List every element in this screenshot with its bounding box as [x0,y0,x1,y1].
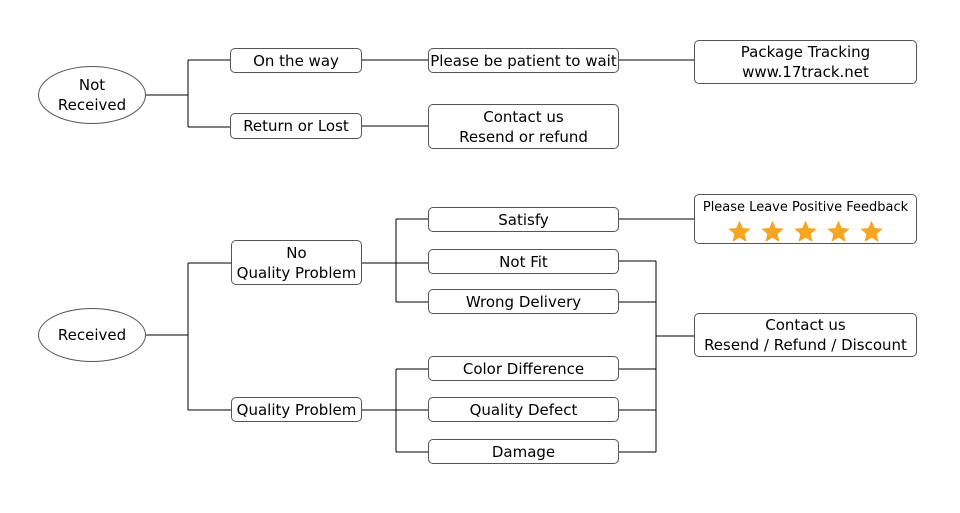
connector [146,59,230,128]
satisfy-node: Satisfy [428,207,619,232]
node-label: Package Tracking [740,43,871,61]
damage-node: Damage [428,439,619,464]
contact-resend-node: Contact us Resend or refund [428,104,619,149]
connector [362,368,428,453]
received-node: Received [38,308,146,362]
node-label: Please Leave Positive Feedback [702,200,909,215]
rating-stars [727,219,884,244]
node-label: Quality Problem [236,263,357,282]
node-label: Received [57,96,127,114]
node-label: Please be patient to wait [430,51,617,70]
contact-discount-node: Contact us Resend / Refund / Discount [694,313,917,357]
node-label: Quality Defect [469,400,578,419]
no-quality-problem-node: No Quality Problem [231,240,362,285]
node-label: No [286,243,307,262]
node-label: Contact us [483,107,564,126]
node-label: Not Fit [499,252,548,271]
star-icon [728,220,751,242]
node-label: Not [78,76,106,94]
node-label: Color Difference [462,359,585,378]
tracking-url: www.17track.net [742,63,869,81]
star-icon [761,220,784,242]
package-tracking-node: Package Tracking www.17track.net [694,40,917,84]
connector [619,260,694,453]
star-icon [860,220,883,242]
node-label: Resend / Refund / Discount [704,336,907,354]
return-or-lost-node: Return or Lost [230,113,362,139]
node-label: Resend or refund [459,127,588,146]
on-the-way-node: On the way [230,48,362,73]
node-label: On the way [253,51,339,70]
node-label: Received [57,326,127,344]
star-icon [794,220,817,242]
quality-defect-node: Quality Defect [428,397,619,422]
quality-problem-node: Quality Problem [231,397,362,422]
node-label: Quality Problem [236,400,357,419]
color-difference-node: Color Difference [428,356,619,381]
wrong-delivery-node: Wrong Delivery [428,289,619,314]
node-label: Return or Lost [243,117,349,135]
patient-wait-node: Please be patient to wait [428,48,619,73]
star-icon [827,220,850,242]
not-fit-node: Not Fit [428,249,619,274]
not-received-node: Not Received [38,66,146,124]
node-label: Satisfy [498,210,549,229]
node-label: Wrong Delivery [465,292,582,311]
connector [362,218,428,303]
node-label: Damage [491,442,556,461]
positive-feedback-node: Please Leave Positive Feedback [694,194,917,244]
connector [146,262,231,411]
node-label: Contact us [765,316,846,334]
